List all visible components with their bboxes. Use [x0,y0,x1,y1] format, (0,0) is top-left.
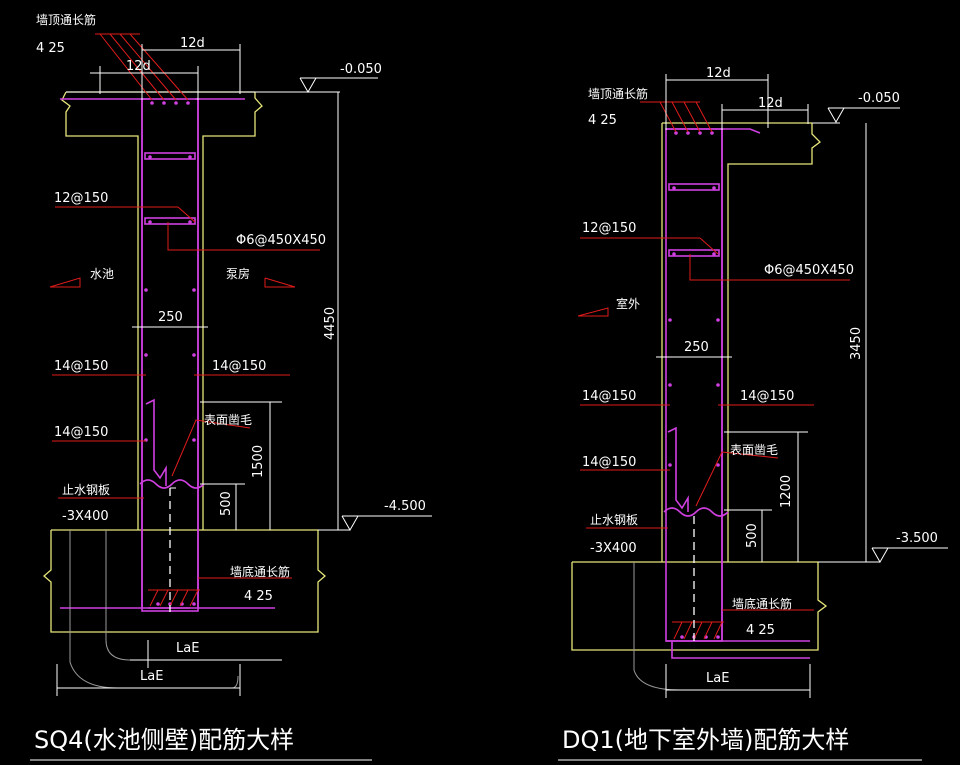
right-dim-12d-upper: 12d [706,66,731,81]
left-top-level-mark [299,77,378,94]
right-waterstop-size: -3X400 [590,541,637,556]
right-bottom-hatch [672,621,724,640]
left-bottom-rebar-count: 4 25 [244,589,273,604]
right-top-rebar-label: 墙顶通长筋 [588,86,648,101]
right-rebar-cage [663,128,810,659]
left-rebar-dots [144,101,196,606]
left-detail-sq4: 12d 12d 墙顶通长筋 4 25 -0.050 -4.500 4450 12… [30,12,432,761]
right-bottom-rebar-count: 4 25 [746,623,775,638]
left-dim-12d-lower: 12d [126,59,151,74]
left-dim-12d-upper: 12d [180,36,205,51]
right-concrete-outline [571,122,828,651]
left-top-rebar-count: 4 25 [36,41,65,56]
right-bottom-rebar-label: 墙底通长筋 [732,596,792,611]
right-lae: LaE [706,671,729,686]
right-bottom-level: -3.500 [896,531,938,546]
left-bottom-level-mark [318,515,432,532]
right-12d-dims [665,74,809,130]
left-side-left: 水池 [90,267,114,281]
right-waterstop: 止水钢板 [590,513,638,527]
right-top-leaders [640,101,713,133]
left-waterstop: 止水钢板 [62,483,110,497]
left-height-dim: 4450 [323,307,338,340]
right-rebar-14-150-right: 14@150 [740,389,794,404]
right-rebar-14-150-left2: 14@150 [582,455,636,470]
left-rebar-14-150-left: 14@150 [54,359,108,374]
right-top-level: -0.050 [858,91,900,106]
left-dim-500: 500 [219,491,234,516]
left-lae-inner: LaE [176,641,199,656]
right-detail-dq1: 12d 12d 墙顶通长筋 4 25 -0.050 -3.500 3450 12… [558,66,948,761]
right-rough-surface: 表面凿毛 [730,443,778,457]
left-12d-dims [90,44,241,100]
left-lae-outer: LaE [140,669,163,684]
left-tie: Φ6@450X450 [236,233,326,248]
left-dim-1500: 1500 [251,445,266,478]
left-thickness: 250 [158,310,183,325]
left-top-leaders [95,33,189,101]
right-dim-500: 500 [745,523,760,548]
right-dim-1200: 1200 [779,475,794,508]
left-rebar-14-150-left2: 14@150 [54,425,108,440]
right-title: DQ1(地下室外墙)配筋大样 [562,726,849,754]
right-top-rebar-count: 4 25 [588,113,617,128]
right-tie: Φ6@450X450 [764,263,854,278]
left-rebar-14-150-right: 14@150 [212,359,266,374]
right-rebar-14-150-left: 14@150 [582,389,636,404]
left-top-level: -0.050 [340,62,382,77]
left-bottom-hatch [148,589,200,607]
left-rough-surface: 表面凿毛 [204,413,252,427]
left-bottom-rebar-label: 墙底通长筋 [230,564,290,579]
right-rebar-12-150: 12@150 [582,221,636,236]
right-dim-12d-lower: 12d [758,96,783,111]
left-bottom-level: -4.500 [384,499,426,514]
left-title: SQ4(水池侧壁)配筋大样 [34,726,294,754]
left-waterstop-size: -3X400 [62,509,109,524]
left-side-right: 泵房 [226,266,250,281]
right-height-dim: 3450 [849,327,864,360]
right-side-left: 室外 [616,296,640,311]
left-top-rebar-label: 墙顶通长筋 [36,12,96,27]
left-rebar-cage [60,98,275,612]
left-rebar-12-150: 12@150 [54,191,108,206]
right-thickness: 250 [684,340,709,355]
right-rebar-dots [668,131,720,639]
